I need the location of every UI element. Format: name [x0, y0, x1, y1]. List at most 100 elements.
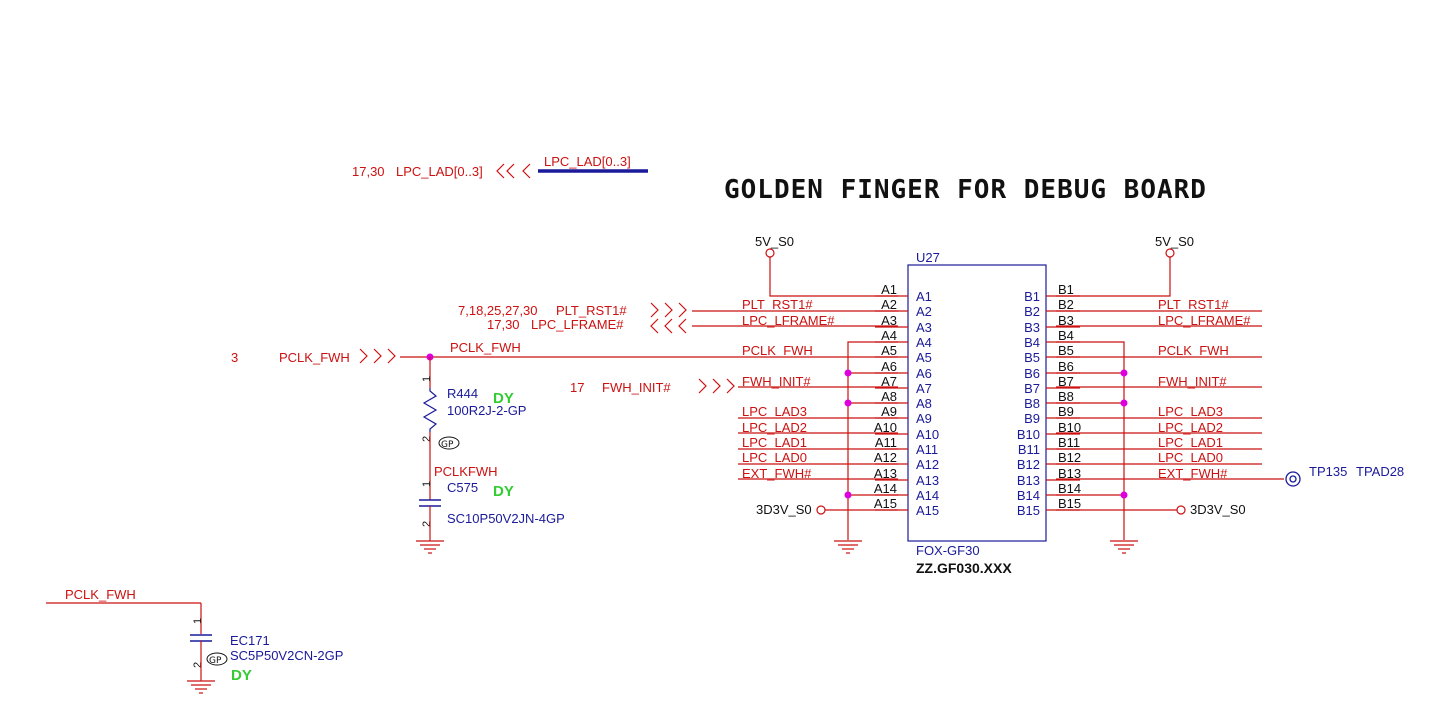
- pin-b-number: B11: [1058, 435, 1080, 450]
- pin-b-name: B6: [1024, 366, 1040, 381]
- net-label-b: EXT_FWH#: [1158, 466, 1228, 481]
- power-5v-left-label: 5V_S0: [755, 234, 794, 249]
- net-label-a: EXT_FWH#: [742, 466, 812, 481]
- wire-gnd-bus-left: [847, 341, 898, 540]
- net-label-a: LPC_LAD1: [742, 435, 807, 450]
- wire-5v-right: [1056, 257, 1171, 297]
- pin-b-number: B15: [1058, 496, 1081, 511]
- ground-symbol-ec171: [187, 680, 215, 694]
- bus-offpage-arrow: [496, 163, 531, 179]
- ec171-pin2: 2: [192, 662, 204, 668]
- lframe-offpage-name: LPC_LFRAME#: [531, 317, 624, 332]
- c575-dy-flag: DY: [493, 483, 514, 500]
- pin-a-number: A13: [874, 466, 897, 481]
- ground-symbol-right: [1110, 540, 1138, 554]
- net-label-a: LPC_LAD2: [742, 420, 807, 435]
- power-5v-right-label: 5V_S0: [1155, 234, 1194, 249]
- ground-symbol-c575: [416, 540, 444, 554]
- pin-b-name: B15: [1017, 503, 1040, 518]
- net-label-a: PCLK_FWH: [742, 343, 813, 358]
- junction-dot: [844, 369, 852, 377]
- pin-b-number: B3: [1058, 313, 1074, 328]
- pin-b-name: B9: [1024, 411, 1040, 426]
- power-5v-left-symbol: [765, 248, 775, 258]
- pin-b-number: B4: [1058, 328, 1074, 343]
- c575-ref: C575: [447, 480, 478, 495]
- pin-b-name: B14: [1017, 488, 1040, 503]
- pin-b-name: B3: [1024, 320, 1040, 335]
- net-label-b: FWH_INIT#: [1158, 374, 1227, 389]
- init-offpage-arrow: [698, 378, 735, 394]
- pin-a-name: A1: [916, 289, 932, 304]
- pin-b-name: B10: [1017, 427, 1040, 442]
- pin-b-name: B1: [1024, 289, 1040, 304]
- net-label-a: LPC_LFRAME#: [742, 313, 835, 328]
- init-offpage-name: FWH_INIT#: [602, 380, 671, 395]
- plt-page-refs: 7,18,25,27,30: [458, 303, 538, 318]
- c575-pin2: 2: [421, 521, 433, 527]
- pin-a-name: A2: [916, 304, 932, 319]
- testpad-type: TPAD28: [1356, 464, 1404, 479]
- pin-b-name: B13: [1017, 473, 1040, 488]
- net-label-b: PCLK_FWH: [1158, 343, 1229, 358]
- power-3v3-right-label: 3D3V_S0: [1190, 502, 1246, 517]
- net-label-a: LPC_LAD0: [742, 450, 807, 465]
- r444-ref: R444: [447, 386, 478, 401]
- pin-a-name: A3: [916, 320, 932, 335]
- pin-a-name: A5: [916, 350, 932, 365]
- gnd-mark-icon: GP: [438, 436, 460, 450]
- pin-a-number: A7: [881, 374, 897, 389]
- ec171-net: PCLK_FWH: [65, 587, 136, 602]
- pin-a-name: A8: [916, 396, 932, 411]
- wire-5v-left: [769, 257, 898, 297]
- pin-b-number: B2: [1058, 297, 1074, 312]
- ground-symbol-left: [834, 540, 862, 554]
- pin-b-number: B10: [1058, 420, 1081, 435]
- net-label-b: PLT_RST1#: [1158, 297, 1229, 312]
- pin-a-number: A1: [881, 282, 897, 297]
- testpad-ref: TP135: [1309, 464, 1347, 479]
- testpad-symbol: [1285, 471, 1301, 487]
- pin-b-number: B6: [1058, 359, 1074, 374]
- svg-text:GP: GP: [441, 440, 454, 450]
- power-3v3-left-symbol: [816, 505, 826, 515]
- pin-a-number: A8: [881, 389, 897, 404]
- pin-a-number: A6: [881, 359, 897, 374]
- r444-value: 100R2J-2-GP: [447, 403, 526, 418]
- power-5v-right-symbol: [1165, 248, 1175, 258]
- c575-value: SC10P50V2JN-4GP: [447, 511, 565, 526]
- pin-a-name: A9: [916, 411, 932, 426]
- pin-a-number: A10: [874, 420, 897, 435]
- net-label-b: LPC_LAD0: [1158, 450, 1223, 465]
- junction-dot: [1120, 491, 1128, 499]
- pin-b-number: B13: [1058, 466, 1081, 481]
- bus-wire-label: LPC_LAD[0..3]: [544, 154, 631, 169]
- gnd-mark-icon: GP: [206, 652, 228, 666]
- pin-a-number: A9: [881, 404, 897, 419]
- pin-a-name: A11: [916, 442, 938, 457]
- pclk-net-label: PCLK_FWH: [450, 340, 521, 355]
- bus-page-refs: 17,30: [352, 164, 385, 179]
- power-3v3-right-symbol: [1176, 505, 1186, 515]
- pin-b-number: B14: [1058, 481, 1081, 496]
- ec171-pin1: 1: [192, 618, 204, 624]
- net-label-b: LPC_LFRAME#: [1158, 313, 1251, 328]
- pin-b-name: B7: [1024, 381, 1040, 396]
- ec171-dy-flag: DY: [231, 667, 252, 684]
- pin-b-name: B5: [1024, 350, 1040, 365]
- connector-part-number: ZZ.GF030.XXX: [916, 560, 1012, 576]
- svg-text:GP: GP: [209, 656, 222, 666]
- r444-pin1: 1: [421, 376, 433, 382]
- net-label-a: LPC_LAD3: [742, 404, 807, 419]
- pin-a-name: A14: [916, 488, 939, 503]
- r444-resistor: [422, 388, 438, 432]
- pclk-offpage-name: PCLK_FWH: [279, 350, 350, 365]
- lframe-offpage-arrow: [650, 318, 687, 334]
- pin-b-number: B5: [1058, 343, 1074, 358]
- r444-pin2: 2: [421, 436, 433, 442]
- pin-b-number: B8: [1058, 389, 1074, 404]
- net-label-a: FWH_INIT#: [742, 374, 811, 389]
- pin-b-name: B11: [1018, 442, 1040, 457]
- pin-b-number: B12: [1058, 450, 1081, 465]
